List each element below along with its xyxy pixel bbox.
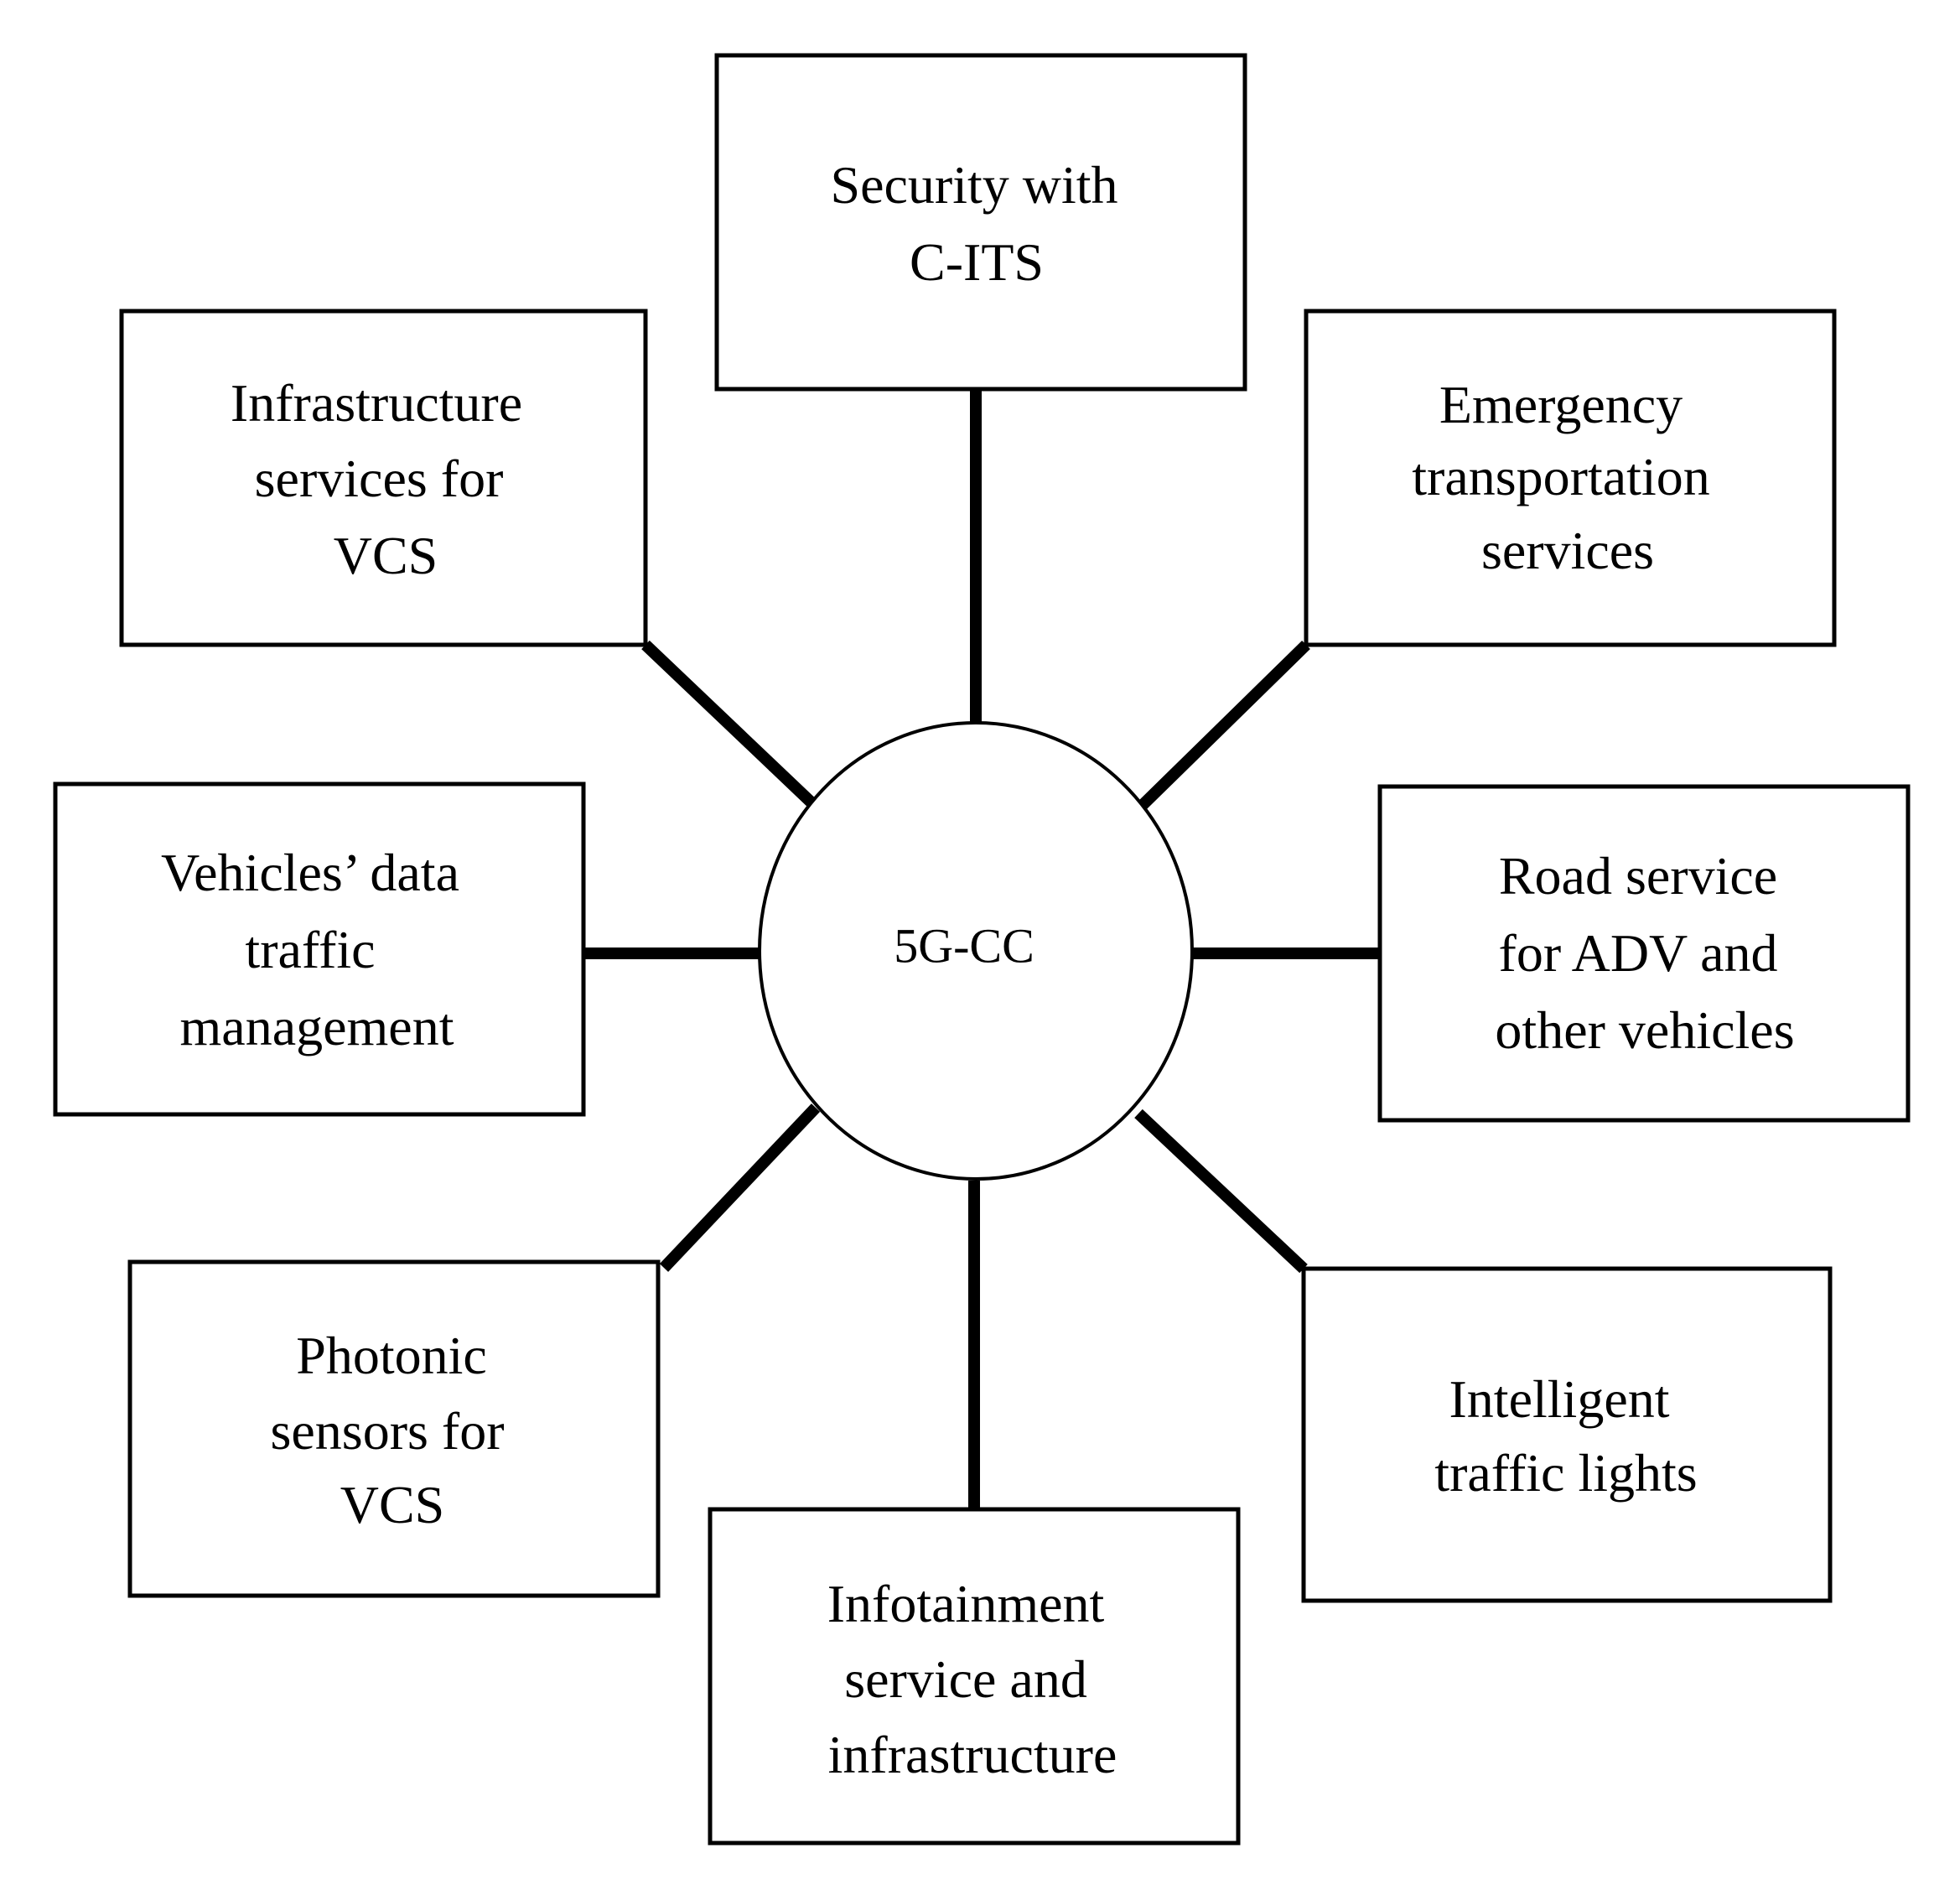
node-emergency: Emergency transportation services <box>1304 309 1837 647</box>
node-photonic: Photonic sensors for VCS <box>127 1259 661 1598</box>
node-label-line: transportation <box>1412 447 1709 506</box>
connector-traffic-lights <box>1134 1108 1308 1274</box>
node-label-line: VCS <box>334 526 438 585</box>
node-label: Emergency transportation services <box>1412 375 1723 580</box>
node-label-line: services <box>1481 521 1654 580</box>
node-label-line: Infrastructure <box>231 373 522 433</box>
node-label: Infotainment service and infrastructure <box>827 1574 1118 1784</box>
node-label-line: traffic lights <box>1434 1443 1697 1503</box>
node-label-line: sensors for <box>270 1401 504 1461</box>
node-label-line: Intelligent <box>1449 1369 1669 1429</box>
node-label-line: for ADV and <box>1499 923 1778 983</box>
node-box <box>53 781 586 1117</box>
connectors <box>577 389 1380 1509</box>
node-box <box>119 309 648 647</box>
node-traffic-lights: Intelligent traffic lights <box>1301 1266 1833 1603</box>
node-label-line: Infotainment <box>827 1574 1105 1633</box>
node-label: Photonic sensors for VCS <box>270 1326 517 1534</box>
node-label: Intelligent traffic lights <box>1434 1369 1697 1503</box>
node-label-line: traffic <box>245 920 375 979</box>
node-infotainment: Infotainment service and infrastructure <box>708 1507 1241 1846</box>
hub-node: 5G-CC <box>758 721 1194 1181</box>
node-label-line: C-ITS <box>910 232 1044 292</box>
node-label-line: service and <box>844 1649 1087 1709</box>
node-box <box>1377 784 1911 1123</box>
node-label-line: other vehicles <box>1495 1000 1794 1060</box>
node-box <box>1301 1266 1833 1603</box>
node-label-line: VCS <box>340 1475 445 1534</box>
node-label-line: Vehicles’ data <box>161 843 459 902</box>
node-label-line: management <box>180 997 454 1057</box>
node-box <box>1304 309 1837 647</box>
node-label-line: infrastructure <box>828 1725 1117 1784</box>
connector-infrastructure <box>641 640 820 812</box>
node-label-line: Road service <box>1499 846 1777 906</box>
node-label-line: services for <box>255 449 504 508</box>
node-label: Vehicles’ data traffic management <box>161 843 473 1057</box>
node-box <box>714 53 1247 392</box>
node-label: Infrastructure services for VCS <box>231 373 536 585</box>
node-box <box>127 1259 661 1598</box>
node-box <box>708 1507 1241 1846</box>
hub-circle <box>758 721 1194 1181</box>
node-label-line: Photonic <box>296 1326 487 1385</box>
node-security: Security with C-ITS <box>714 53 1247 392</box>
hub-label: 5G-CC <box>894 918 1034 973</box>
node-label: Security with C-ITS <box>830 155 1131 292</box>
node-label-line: Emergency <box>1439 375 1683 434</box>
node-label: Road service for ADV and other vehicles <box>1495 846 1794 1060</box>
node-infrastructure: Infrastructure services for VCS <box>119 309 648 647</box>
node-road-service: Road service for ADV and other vehicles <box>1377 784 1911 1123</box>
node-vehicles-data: Vehicles’ data traffic management <box>53 781 586 1117</box>
connector-emergency <box>1138 640 1310 810</box>
node-label-line: Security with <box>830 155 1117 215</box>
connector-photonic <box>659 1103 821 1272</box>
